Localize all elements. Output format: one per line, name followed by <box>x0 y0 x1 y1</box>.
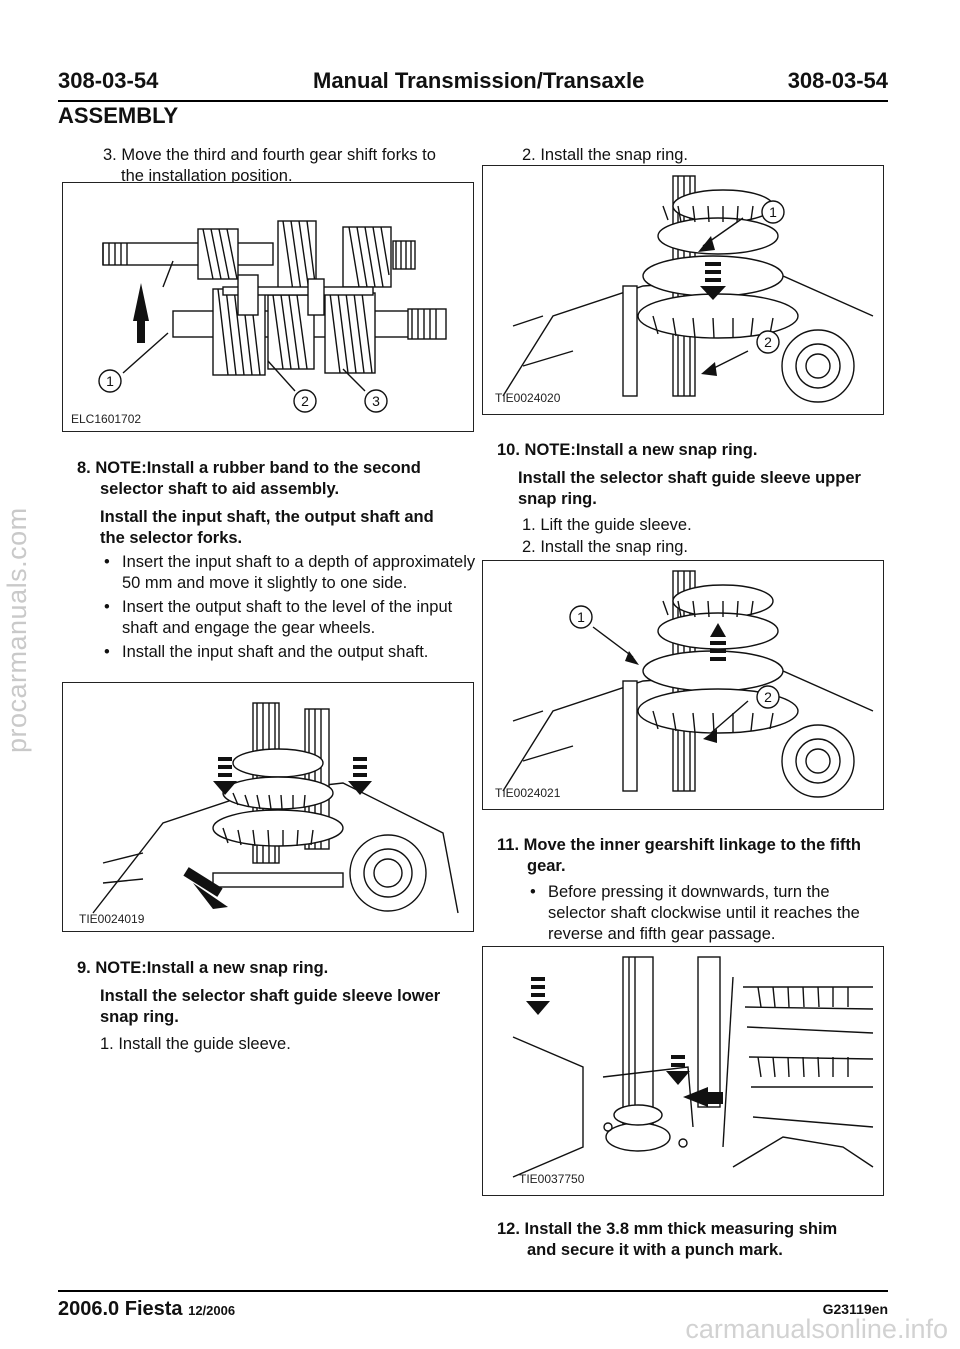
step8-note: 8. NOTE:Install a rubber band to the sec… <box>77 458 421 479</box>
step8-bullet-1: Insert the input shaft to a depth of app… <box>98 552 478 594</box>
step9-number: 9. <box>77 959 91 977</box>
step10-number: 10. <box>497 441 520 459</box>
fig4-label: TIE0024021 <box>495 786 561 800</box>
step10-note: 10. NOTE:Install a new snap ring. <box>497 440 757 461</box>
step10-title-line2: snap ring. <box>518 490 597 508</box>
step8-number: 8. <box>77 459 91 477</box>
fig5-label: TIE0037750 <box>519 1172 585 1186</box>
step8-note-line2: selector shaft to aid assembly. <box>100 480 340 498</box>
page-header: 308-03-54 Manual Transmission/Transaxle … <box>58 60 888 102</box>
step8-title-line2: the selector forks. <box>100 529 243 547</box>
step10-title-line1: Install the selector shaft guide sleeve … <box>518 469 861 487</box>
step12-title-line1: Install the 3.8 mm thick measuring shim <box>524 1220 838 1238</box>
step8-bullet-2: Insert the output shaft to the level of … <box>98 597 478 639</box>
section-title: ASSEMBLY <box>58 103 179 128</box>
step11-bullet-list: Before pressing it downwards, turn the s… <box>524 882 884 948</box>
fig1-label: ELC1601702 <box>71 412 142 426</box>
footer-model-wrap: 2006.0 Fiesta 12/2006 <box>58 1298 235 1321</box>
shaft-installation-illustration <box>92 702 459 914</box>
step12-title-line1-wrap: 12. Install the 3.8 mm thick measuring s… <box>497 1219 837 1240</box>
figure-shaft-installation: TIE0024019 <box>62 682 474 932</box>
step9-sub2: 2. Install the snap ring. <box>522 146 689 164</box>
step9-note-text: NOTE:Install a new snap ring. <box>95 959 329 977</box>
step9-sub1: 1. Install the guide sleeve. <box>100 1035 291 1053</box>
figure-gear-shafts: 1 2 3 ELC1601702 <box>62 182 474 432</box>
side-watermark: procarmanuals.com <box>2 507 32 753</box>
step3-line2: the installation position. <box>121 167 293 185</box>
step11-title-line1-wrap: 11. Move the inner gearshift linkage to … <box>497 835 861 856</box>
gearshift-linkage-illustration <box>512 956 874 1178</box>
step12-title-line2: and secure it with a punch mark. <box>527 1241 783 1259</box>
step3-line1: 3. Move the third and fourth gear shift … <box>103 146 436 164</box>
footer-model: 2006.0 Fiesta <box>58 1298 183 1320</box>
fig1-callout-3: 3 <box>372 393 380 409</box>
figure-gearshift-linkage: TIE0037750 <box>482 946 884 1196</box>
fig2-label: TIE0024019 <box>79 912 145 926</box>
footer-date: 12/2006 <box>188 1303 236 1318</box>
step12-number: 12. <box>497 1220 520 1238</box>
step8-bullet-list: Insert the input shaft to a depth of app… <box>98 552 478 666</box>
fig1-callout-2: 2 <box>301 393 309 409</box>
step10-sub1: 1. Lift the guide sleeve. <box>522 516 692 534</box>
fig4-callout-1: 1 <box>577 609 585 625</box>
step9-note: 9. NOTE:Install a new snap ring. <box>77 958 328 979</box>
step8-bullet-3: Install the input shaft and the output s… <box>98 642 478 663</box>
step11-bullet-1: Before pressing it downwards, turn the s… <box>524 882 884 945</box>
bottom-watermark: carmanualsonline.info <box>685 1314 948 1344</box>
lower-snap-ring-illustration: 1 2 <box>502 175 874 403</box>
step9-title-line2: snap ring. <box>100 1008 179 1026</box>
fig1-callout-1: 1 <box>106 373 114 389</box>
step8-title-line1: Install the input shaft, the output shaf… <box>100 508 434 526</box>
header-code-left: 308-03-54 <box>58 68 159 93</box>
step11-number: 11. <box>497 836 520 854</box>
page-footer: 2006.0 Fiesta 12/2006 G23119en <box>58 1290 888 1320</box>
fig3-callout-1: 1 <box>769 204 777 220</box>
step10-sub2: 2. Install the snap ring. <box>522 538 689 556</box>
header-code-right: 308-03-54 <box>787 68 888 93</box>
step11-title-line1: Move the inner gearshift linkage to the … <box>523 836 861 854</box>
figure-upper-snap-ring: 1 2 TIE0024021 <box>482 560 884 810</box>
footer-code: G23119en <box>822 1301 888 1317</box>
header-title: Manual Transmission/Transaxle <box>313 68 645 93</box>
step8-note-line1: NOTE:Install a rubber band to the second <box>95 459 421 477</box>
gear-shafts-illustration: 1 2 3 <box>98 220 447 413</box>
fig3-callout-2: 2 <box>764 334 772 350</box>
fig3-label: TIE0024020 <box>495 391 561 405</box>
fig4-callout-2: 2 <box>764 689 772 705</box>
step11-title-line2: gear. <box>527 857 566 875</box>
step9-title-line1: Install the selector shaft guide sleeve … <box>100 987 441 1005</box>
upper-snap-ring-illustration: 1 2 <box>502 570 874 798</box>
figure-lower-snap-ring: 1 2 TIE0024020 <box>482 165 884 415</box>
step10-note-text: NOTE:Install a new snap ring. <box>524 441 758 459</box>
